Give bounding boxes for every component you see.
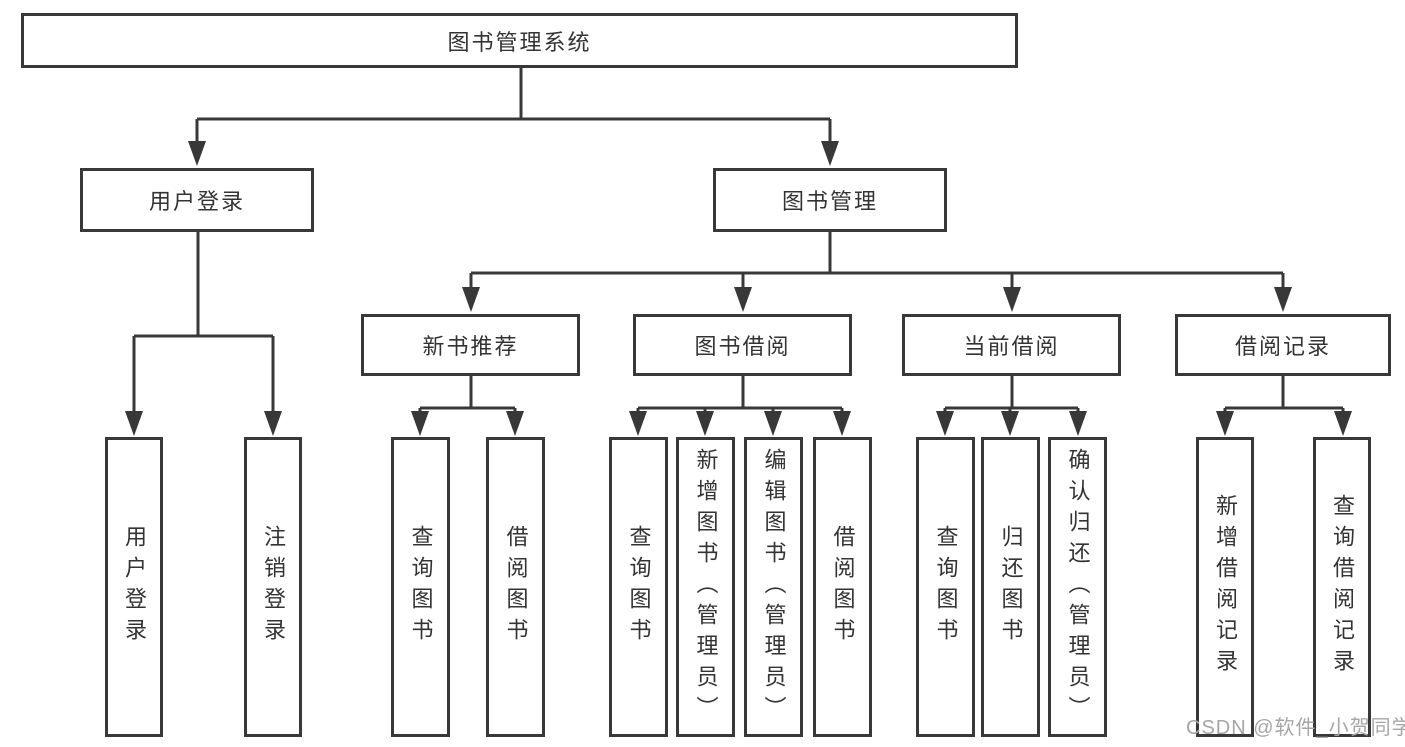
leaf-query-borrow-record-label: 查询借阅记录 bbox=[1330, 494, 1355, 680]
connector-book-management-to-sections bbox=[462, 232, 1292, 312]
node-user-login: 用户登录 bbox=[80, 168, 314, 232]
leaf-user-login: 用户登录 bbox=[105, 437, 163, 737]
leaf-edit-books-admin-label: 编辑图书（管理员） bbox=[761, 447, 787, 727]
leaf-confirm-return-admin: 确认归还（管理员） bbox=[1048, 437, 1107, 737]
connector-book-borrow-to-leaves bbox=[629, 375, 851, 436]
leaf-borrow-books: 借阅图书 bbox=[813, 437, 872, 737]
leaf-query-books-borrow: 查询图书 bbox=[609, 437, 668, 737]
leaf-return-books-label: 归还图书 bbox=[998, 525, 1024, 649]
leaf-query-books-current-label: 查询图书 bbox=[933, 525, 959, 649]
leaf-logout: 注销登录 bbox=[244, 437, 302, 737]
leaf-query-borrow-record: 查询借阅记录 bbox=[1313, 437, 1371, 737]
leaf-borrow-books-recommend-label: 借阅图书 bbox=[503, 525, 529, 649]
leaf-confirm-return-admin-label: 确认归还（管理员） bbox=[1065, 447, 1091, 727]
leaf-add-borrow-record: 新增借阅记录 bbox=[1196, 437, 1254, 737]
leaf-query-books-current: 查询图书 bbox=[916, 437, 975, 737]
connector-user-login-to-leaves bbox=[125, 232, 282, 436]
leaf-add-books-admin-label: 新增图书（管理员） bbox=[693, 447, 719, 727]
connector-current-borrow-to-leaves bbox=[936, 375, 1087, 436]
leaf-add-borrow-record-label: 新增借阅记录 bbox=[1213, 494, 1238, 680]
leaf-logout-label: 注销登录 bbox=[261, 525, 286, 649]
node-book-borrow: 图书借阅 bbox=[633, 314, 852, 376]
node-root-system: 图书管理系统 bbox=[21, 13, 1018, 68]
node-new-book-recommend: 新书推荐 bbox=[361, 314, 580, 376]
leaf-borrow-books-label: 借阅图书 bbox=[830, 525, 856, 649]
leaf-user-login-label: 用户登录 bbox=[122, 525, 147, 649]
connector-borrow-records-to-leaves bbox=[1216, 375, 1352, 436]
leaf-borrow-books-recommend: 借阅图书 bbox=[486, 437, 545, 737]
node-borrow-records: 借阅记录 bbox=[1175, 314, 1391, 376]
leaf-query-books-borrow-label: 查询图书 bbox=[626, 525, 652, 649]
leaf-return-books: 归还图书 bbox=[981, 437, 1040, 737]
connector-new-book-recommend-to-leaves bbox=[411, 375, 524, 436]
node-current-borrow: 当前借阅 bbox=[902, 314, 1121, 376]
connector-root-to-level2 bbox=[188, 68, 839, 166]
csdn-watermark: CSDN @软件_小贺同学 bbox=[1186, 717, 1405, 739]
leaf-query-books-recommend-label: 查询图书 bbox=[408, 525, 434, 649]
leaf-edit-books-admin: 编辑图书（管理员） bbox=[744, 437, 803, 737]
node-book-management: 图书管理 bbox=[713, 168, 947, 232]
leaf-add-books-admin: 新增图书（管理员） bbox=[676, 437, 735, 737]
leaf-query-books-recommend: 查询图书 bbox=[391, 437, 450, 737]
